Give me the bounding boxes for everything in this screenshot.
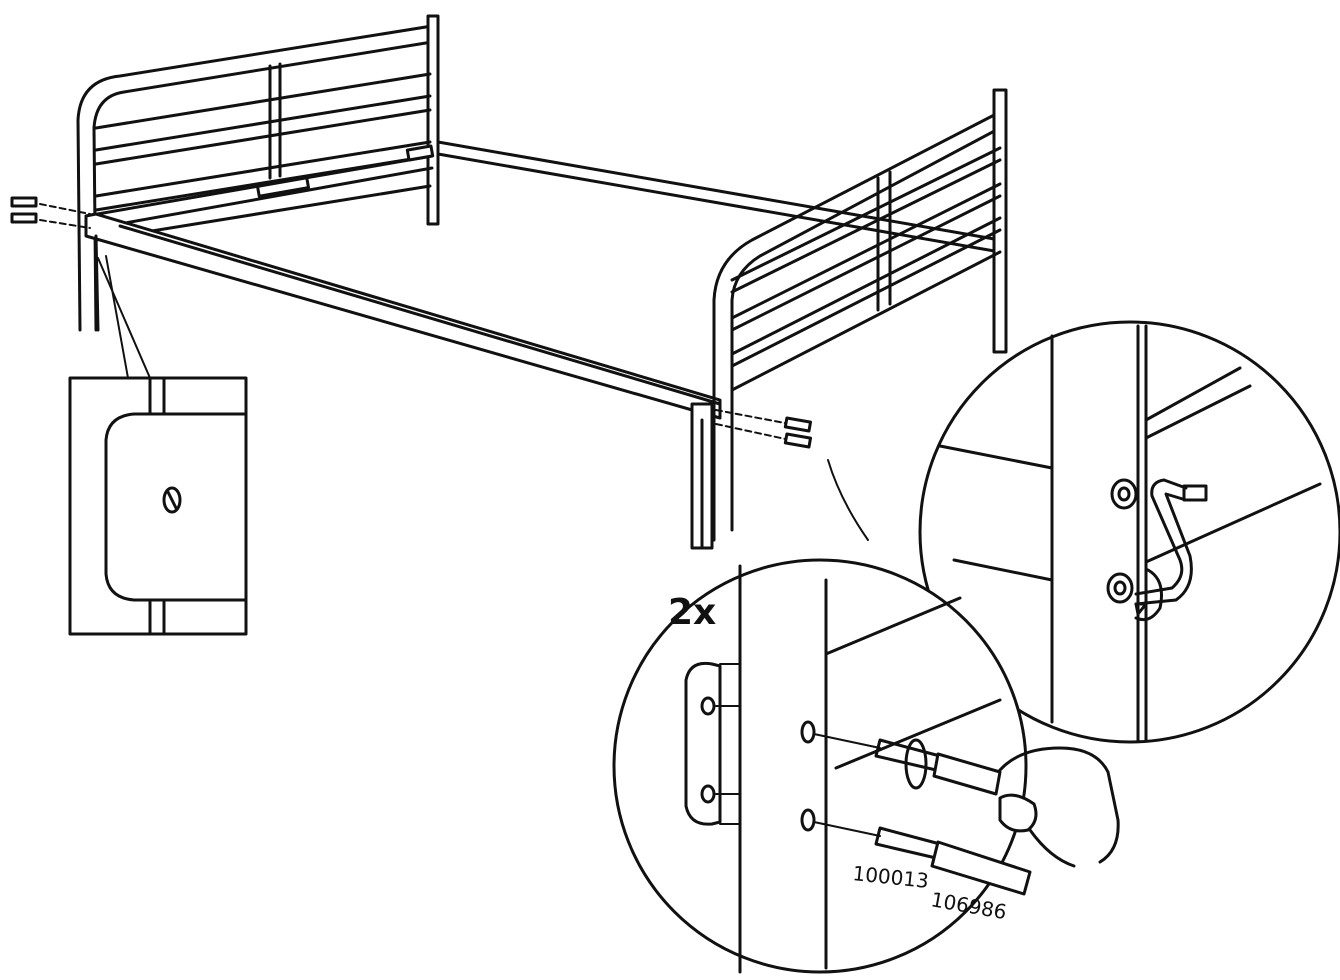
bolt-insertion-detail: 2x 100: [612, 459, 1120, 974]
hand-icon: [998, 746, 1120, 868]
screw-bolt-icon: [10, 196, 91, 229]
headboard-detail-icon: [68, 255, 248, 636]
allen-key-detail: [918, 320, 1340, 744]
screw-bolt-icon: [813, 733, 1032, 896]
bed-frame-illustration: [10, 14, 1008, 550]
allen-key-icon: [1134, 478, 1208, 606]
quantity-label: 2x: [668, 592, 716, 633]
rotation-arrow-icon: [1134, 568, 1163, 622]
rotation-arrow-icon: [904, 738, 928, 790]
screw-bolt-icon: [715, 409, 813, 449]
